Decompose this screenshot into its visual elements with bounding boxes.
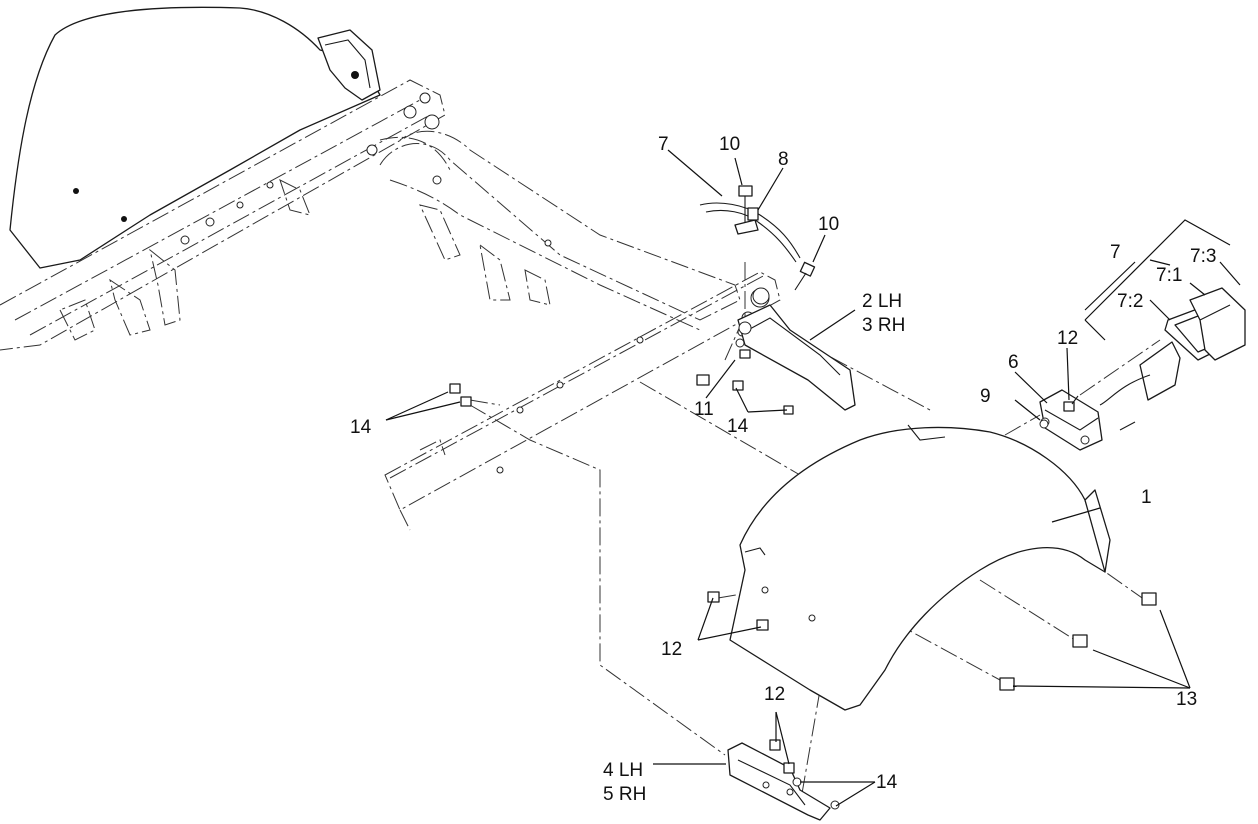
callout-12-light: 12: [1057, 328, 1078, 349]
callout-10-mid: 10: [818, 214, 839, 235]
leader-lines: [385, 149, 1241, 807]
callout-12-fender: 12: [661, 639, 682, 660]
callout-5-rh: 5 RH: [603, 784, 646, 805]
callout-3-rh: 3 RH: [862, 315, 905, 336]
callout-11: 11: [694, 399, 714, 420]
callout-8: 8: [778, 149, 789, 170]
callout-7-kit: 7: [1110, 242, 1121, 263]
axle-tube: [379, 130, 741, 331]
callout-14-mid: 14: [727, 416, 749, 437]
callout-7-2: 7:2: [1117, 291, 1143, 312]
callout-12-bracket: 12: [764, 684, 785, 705]
callout-4-lh: 4 LH: [603, 760, 643, 781]
callout-2-lh: 2 LH: [862, 291, 902, 312]
bolt-9: [1039, 419, 1136, 431]
frame-cross-member: [384, 271, 781, 531]
callout-7-1: 7:1: [1156, 265, 1182, 286]
callout-10-top: 10: [719, 134, 740, 155]
fender: [729, 424, 1111, 711]
nut-11: [696, 349, 751, 386]
callout-9: 9: [980, 386, 991, 407]
callout-7-wire: 7: [658, 134, 669, 155]
bolt-14-mid: [732, 380, 794, 415]
callout-14-bottom: 14: [876, 772, 898, 793]
bolts-13: [999, 592, 1157, 691]
wire-harness-7: [699, 202, 801, 263]
fasteners: [449, 185, 1157, 810]
bolt-10-top: [734, 185, 759, 235]
callout-13: 13: [1176, 689, 1197, 710]
fender-bracket-lower: [727, 742, 831, 821]
callout-1: 1: [1141, 487, 1152, 508]
bolt-10-mid: [794, 261, 816, 291]
fender-bracket-upper: [735, 287, 856, 411]
bolt-14-left: [449, 383, 472, 407]
light-mount: [1039, 389, 1103, 451]
bolts-12-fender: [707, 591, 769, 631]
bolt-12-light: [1063, 395, 1079, 412]
tail-light-kit: [1099, 287, 1246, 406]
hood-body: [9, 6, 381, 269]
callout-labels: 7 10 8 10 2 LH 3 RH 14 11 14 1 9 6 12 7 …: [350, 134, 1216, 805]
callout-7-3: 7:3: [1190, 246, 1216, 267]
callout-14-left: 14: [350, 417, 372, 438]
bolts-14-bracket: [792, 777, 840, 810]
callout-6: 6: [1008, 352, 1019, 373]
frame-main-rail: [0, 79, 451, 351]
